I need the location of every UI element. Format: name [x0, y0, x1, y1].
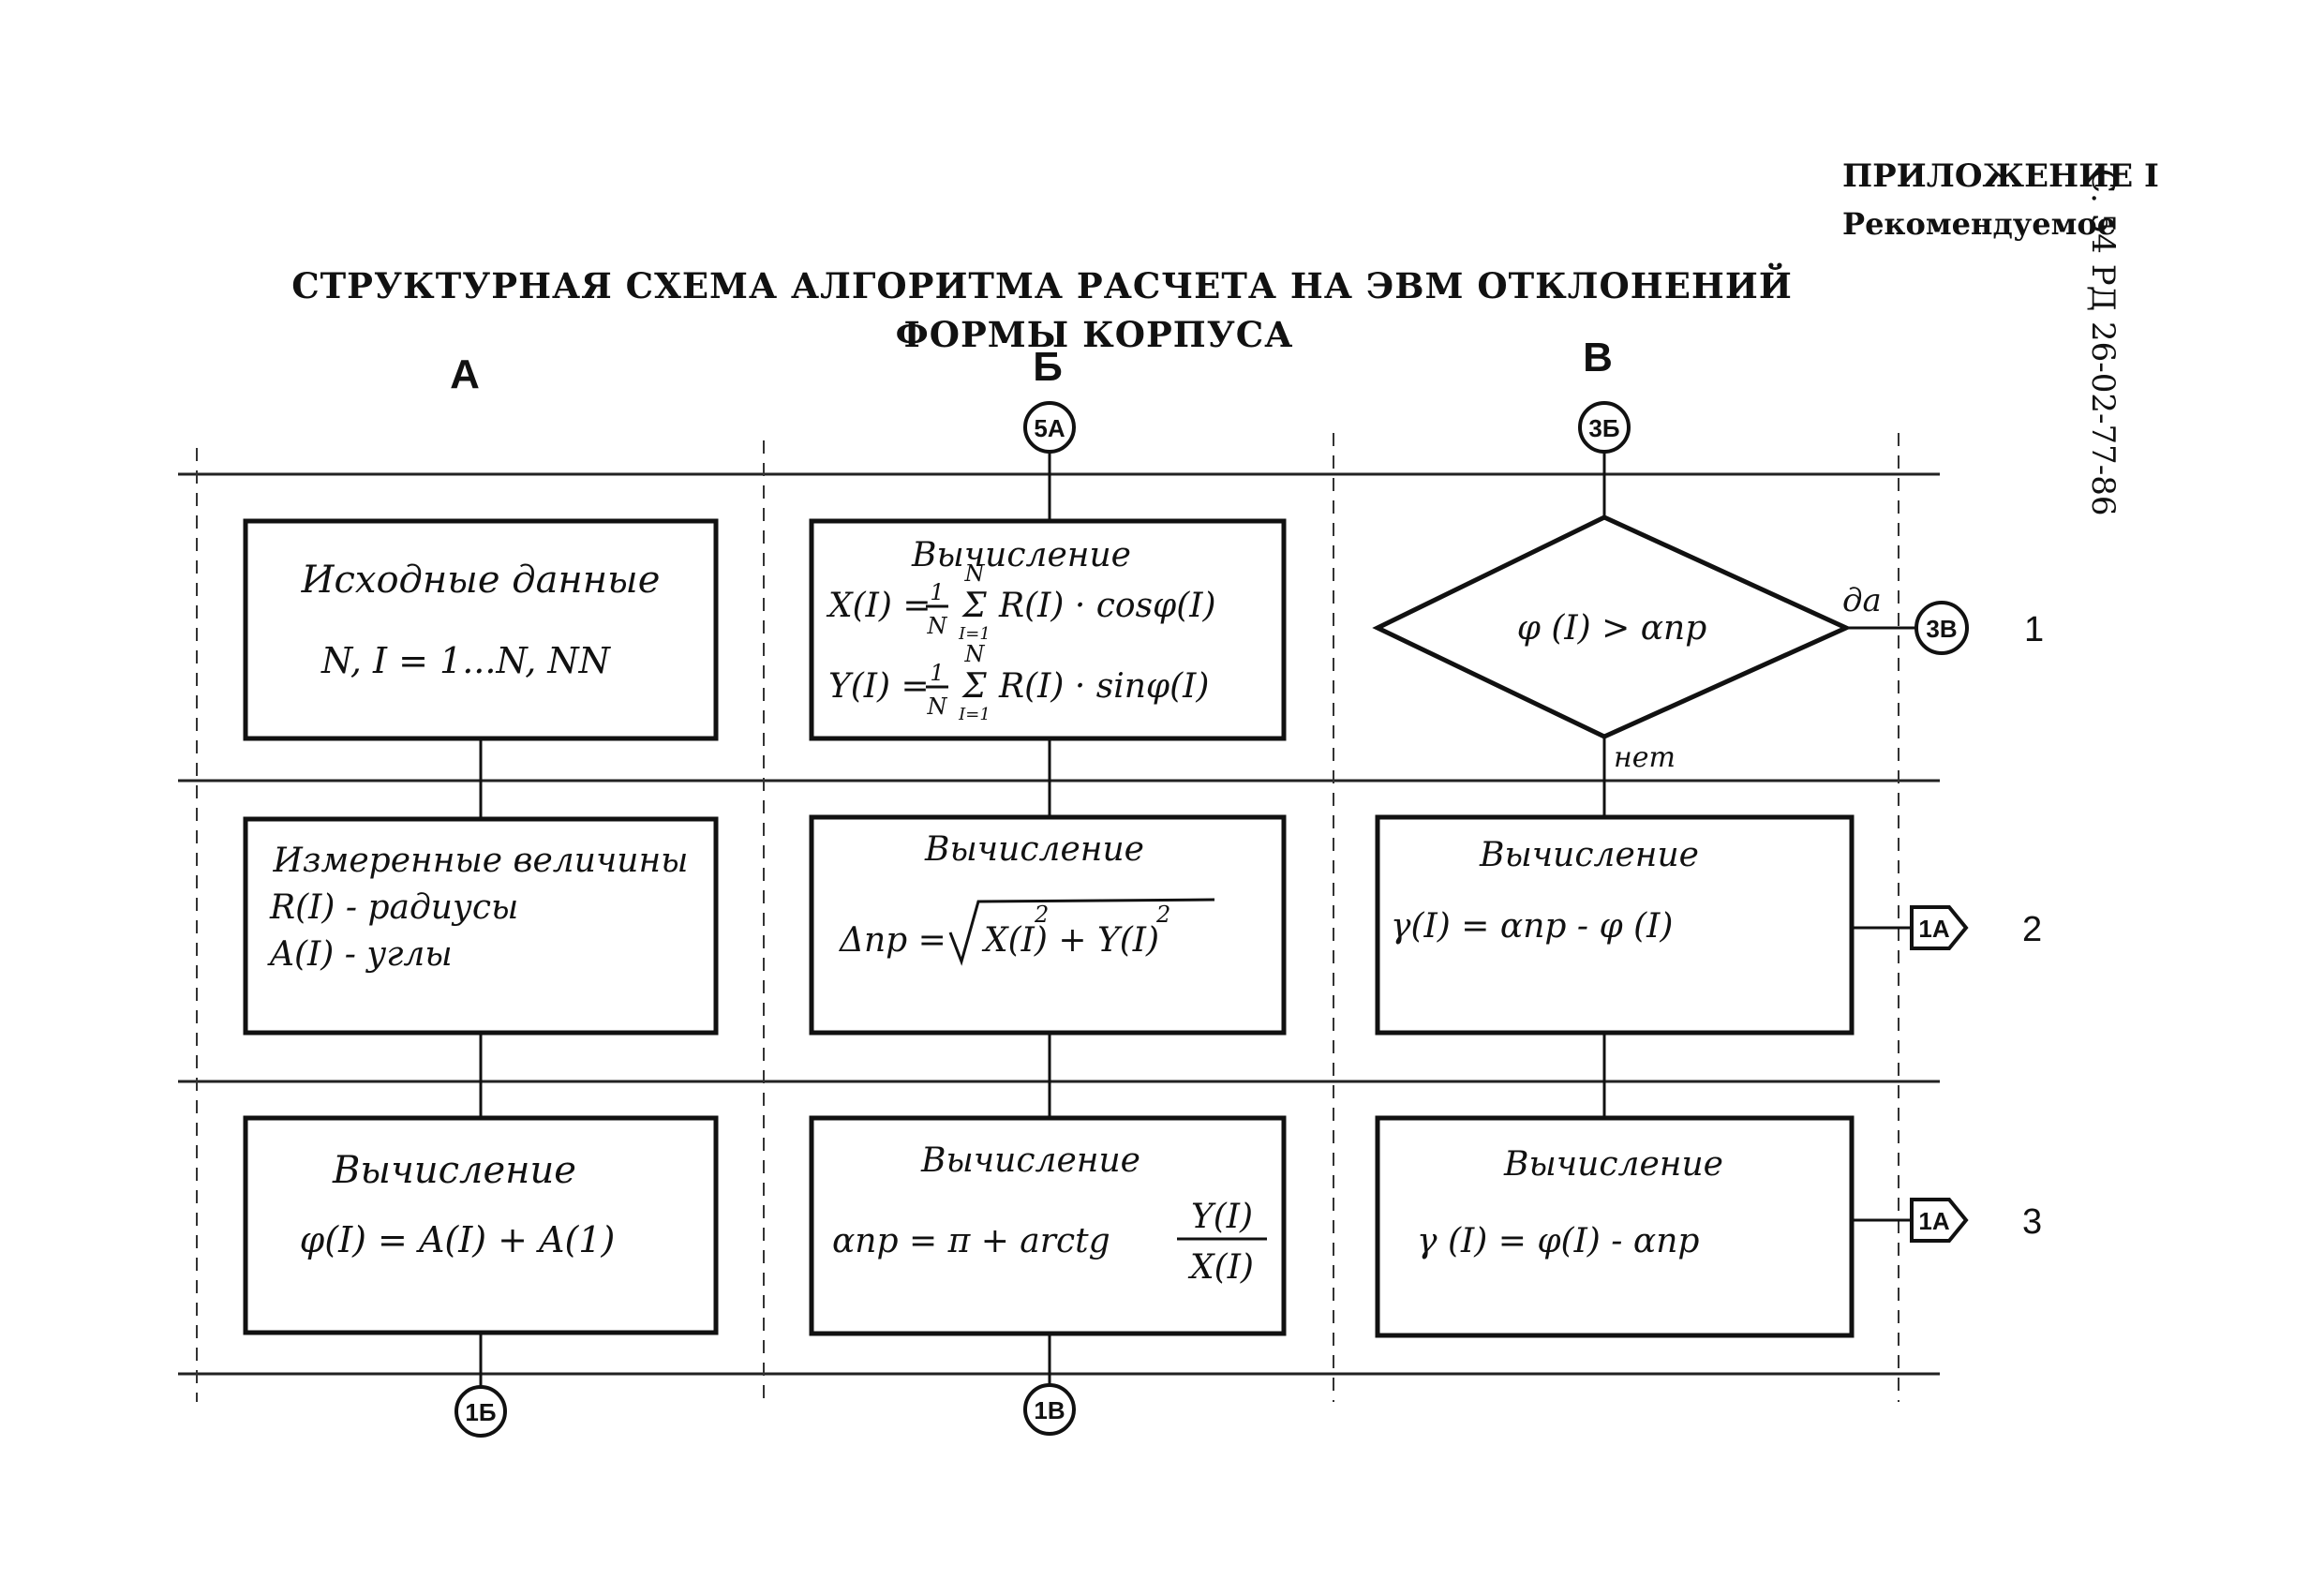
diagram-title-line2: ФОРМЫ КОРПУСА: [896, 314, 1294, 355]
column-label-c: В: [1583, 335, 1613, 380]
block-b1-sum1: Σ: [961, 587, 987, 625]
block-b1-x-rhs: R(I) · cosφ(I): [998, 587, 1216, 625]
column-label-b: Б: [1033, 344, 1063, 390]
block-compute-gamma-2: Вычисление γ (I) = φ(I) - αпр: [1375, 1115, 1855, 1338]
block-b3-num: Y(I): [1191, 1198, 1253, 1236]
appendix-label: ПРИЛОЖЕНИЕ I: [1842, 157, 2159, 195]
block-b1-frac2-den: N: [927, 693, 948, 720]
connector-in-3b: 3Б: [1578, 401, 1631, 454]
diagram-title-line1: СТРУКТУРНАЯ СХЕМА АЛГОРИТМА РАСЧЕТА НА Э…: [291, 262, 1793, 306]
block-initial-data: Исходные данные N, I = 1...N, NN: [243, 518, 719, 741]
decision-phi-alpha: φ (I) > αпр да нет: [1372, 514, 1882, 774]
block-a2-radii: R(I) - радиусы: [269, 888, 518, 927]
block-compute-alpha: Вычисление αпр = π + arctg Y(I) X(I): [809, 1115, 1287, 1336]
block-a3-formula: φ(I) = A(I) + A(1): [300, 1219, 616, 1260]
block-compute-xy: Вычисление X(I) = 1 N N Σ I=1 R(I) · cos…: [809, 518, 1287, 741]
connector-out-1b: 1Б: [454, 1385, 507, 1438]
block-c2-title: Вычисление: [1479, 836, 1699, 874]
decision-yes-label: да: [1842, 582, 1882, 619]
block-b2-exp1: 2: [1034, 902, 1049, 928]
connector-out-3v: 3В: [1914, 601, 1969, 655]
block-a1-title: Исходные данные: [301, 559, 661, 602]
block-b2-title: Вычисление: [924, 830, 1144, 869]
block-b2-radicand: X(I) + Y(I): [981, 921, 1159, 960]
row-number-1: 1: [2024, 610, 2044, 649]
svg-text:3Б: 3Б: [1588, 414, 1619, 442]
svg-text:1А: 1А: [1918, 915, 1949, 943]
block-a1-params: N, I = 1...N, NN: [320, 640, 612, 681]
block-compute-delta: Вычисление Δпр = X(I) + Y(I) 2 2: [809, 814, 1287, 1036]
block-b1-sum2: Σ: [961, 667, 987, 706]
block-c2-formula: γ(I) = αпр - φ (I): [1391, 907, 1673, 946]
block-measured-values: Измеренные величины R(I) - радиусы A(I) …: [243, 816, 719, 1036]
block-b1-frac1-den: N: [927, 613, 948, 639]
column-label-a: А: [450, 351, 480, 397]
block-b1-sum1-top: N: [964, 560, 986, 587]
block-b1-x-lhs: X(I) =: [826, 587, 931, 625]
decision-condition: φ (I) > αпр: [1517, 609, 1707, 648]
svg-text:1В: 1В: [1034, 1396, 1065, 1424]
block-b2-exp2: 2: [1155, 902, 1170, 928]
block-b2-lhs: Δпр =: [838, 921, 946, 960]
flow-lines: [479, 452, 1915, 1387]
block-b1-frac1-num: 1: [930, 579, 944, 605]
svg-text:5А: 5А: [1034, 414, 1065, 442]
connector-in-5a: 5А: [1023, 401, 1076, 454]
block-b1-frac2-num: 1: [930, 660, 944, 686]
block-a3-title: Вычисление: [332, 1149, 576, 1192]
block-c3-title: Вычисление: [1503, 1145, 1723, 1184]
block-compute-gamma-1: Вычисление γ(I) = αпр - φ (I): [1375, 814, 1855, 1036]
block-b1-title: Вычисление: [911, 536, 1131, 574]
sqrt-sign: [948, 898, 1215, 966]
block-b3-lhs: αпр = π + arctg: [832, 1222, 1110, 1260]
block-a2-title: Измеренные величины: [272, 842, 688, 880]
block-c3-formula: γ (I) = φ(I) - αпр: [1417, 1222, 1699, 1260]
connector-out-1a-row2: 1А: [1910, 905, 1969, 950]
block-b1-y-lhs: Y(I) =: [828, 667, 930, 706]
block-b3-den: X(I): [1187, 1248, 1254, 1287]
svg-text:1А: 1А: [1918, 1207, 1949, 1235]
block-b1-sum2-bottom: I=1: [958, 705, 991, 724]
connector-out-1a-row3: 1А: [1910, 1198, 1969, 1243]
block-compute-phi: Вычисление φ(I) = A(I) + A(1): [243, 1115, 719, 1335]
row-number-3: 3: [2022, 1202, 2042, 1242]
row-number-2: 2: [2022, 910, 2042, 949]
block-b1-sum2-top: N: [964, 641, 986, 667]
block-b1-y-rhs: R(I) · sinφ(I): [998, 667, 1209, 706]
connector-out-1v: 1В: [1023, 1383, 1076, 1436]
block-b3-title: Вычисление: [920, 1141, 1140, 1180]
svg-text:3В: 3В: [1926, 615, 1957, 643]
grid-lines: [178, 433, 1940, 1402]
block-b1-sum1-bottom: I=1: [958, 624, 991, 644]
decision-no-label: нет: [1614, 741, 1676, 774]
svg-text:1Б: 1Б: [465, 1398, 496, 1426]
recommended-label: Рекомендуемое: [1842, 206, 2117, 242]
block-a2-angles: A(I) - углы: [267, 935, 453, 974]
